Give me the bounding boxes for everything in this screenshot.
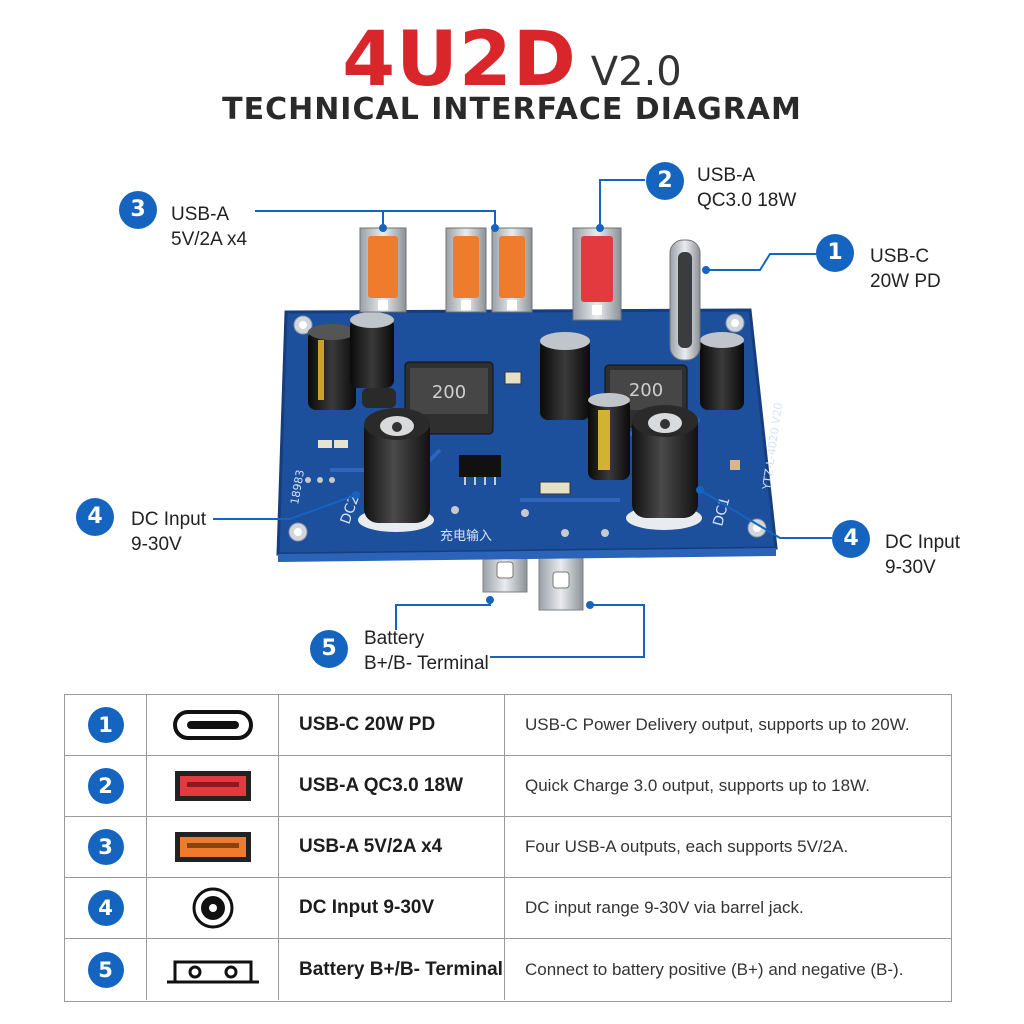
title-block: 4U2D V2.0 xyxy=(0,14,1024,103)
row-number-badge: 1 xyxy=(87,707,124,743)
dc-jack-right xyxy=(626,405,702,530)
product-title: 4U2D xyxy=(342,14,577,103)
table-row: 5 Battery B+/B- Terminal Connect to batt… xyxy=(65,939,951,1000)
leader-lines xyxy=(213,179,832,658)
diagram-subtitle: TECHNICAL INTERFACE DIAGRAM xyxy=(222,92,802,127)
product-version: V2.0 xyxy=(590,49,682,95)
inductor-left-label: 200 xyxy=(432,382,466,403)
pcb-diagram: 200 200 xyxy=(213,179,832,658)
row-number-badge: 5 xyxy=(87,951,124,988)
row-description: USB-C Power Delivery output, supports up… xyxy=(525,715,910,734)
dc-barrel-jack-icon xyxy=(192,887,233,929)
callout-label: B+/B- Terminal xyxy=(364,653,489,674)
usb-a-orange-port-icon xyxy=(174,832,251,862)
table-row: 1 USB-C 20W PD USB-C Power Delivery outp… xyxy=(65,695,951,756)
usb-c-port-icon xyxy=(172,710,253,740)
callout-badge-4-left: 4 xyxy=(76,498,114,536)
row-description: Four USB-A outputs, each supports 5V/2A. xyxy=(525,837,849,856)
callout-label: 20W PD xyxy=(870,271,941,292)
usb-a-red-port-icon xyxy=(174,771,251,801)
capacitors xyxy=(308,312,744,480)
callout-battery: Battery B+/B- Terminal xyxy=(364,626,489,676)
callout-badge-2: 2 xyxy=(646,162,684,200)
row-name: USB-A 5V/2A x4 xyxy=(279,817,505,877)
silk-input-label: 充电输入 xyxy=(440,528,492,544)
callout-badge-5: 5 xyxy=(310,630,348,668)
callout-label: Battery xyxy=(364,628,425,649)
callout-usb-a-qc: USB-A QC3.0 18W xyxy=(697,163,796,213)
row-description: DC input range 9-30V via barrel jack. xyxy=(525,898,804,917)
silk-dc1: DC1 xyxy=(710,495,733,528)
table-row: 4 DC Input 9-30V DC input range 9-30V vi… xyxy=(65,878,951,939)
inductor-right-label: 200 xyxy=(629,380,663,401)
callout-label: 9-30V xyxy=(885,557,936,578)
table-row: 2 USB-A QC3.0 18W Quick Charge 3.0 outpu… xyxy=(65,756,951,817)
callout-label: 9-30V xyxy=(131,534,182,555)
row-number-badge: 2 xyxy=(87,768,124,804)
dc-jack-left xyxy=(358,408,434,532)
table-row: 3 USB-A 5V/2A x4 Four USB-A outputs, eac… xyxy=(65,817,951,878)
callout-dc-input-right: DC Input 9-30V xyxy=(885,530,960,580)
callout-label: USB-A xyxy=(171,204,230,225)
interface-table: 1 USB-C 20W PD USB-C Power Delivery outp… xyxy=(64,694,952,1002)
callout-badge-1: 1 xyxy=(816,234,854,272)
callout-badge-3: 3 xyxy=(119,191,157,229)
callout-badge-4-right: 4 xyxy=(832,520,870,558)
callout-dc-input-left: DC Input 9-30V xyxy=(131,507,206,557)
row-name: USB-C 20W PD xyxy=(279,695,505,755)
callout-label: 5V/2A x4 xyxy=(171,229,248,250)
usb-c-port xyxy=(669,239,701,361)
callout-label: USB-C xyxy=(870,246,930,267)
row-number-badge: 3 xyxy=(87,829,124,865)
callout-label: USB-A xyxy=(697,165,756,186)
callout-label: DC Input xyxy=(131,509,206,530)
row-name: USB-A QC3.0 18W xyxy=(279,756,505,816)
usb-a-red-port xyxy=(572,227,622,321)
row-name: DC Input 9-30V xyxy=(279,878,505,938)
callout-usb-c: USB-C 20W PD xyxy=(870,244,941,294)
battery-terminal-icon xyxy=(166,960,259,983)
callout-label: QC3.0 18W xyxy=(697,190,797,211)
inductors: 200 200 xyxy=(404,361,688,435)
row-number-badge: 4 xyxy=(87,890,124,926)
callout-label: DC Input xyxy=(885,532,960,553)
row-description: Quick Charge 3.0 output, supports up to … xyxy=(525,776,870,795)
row-name: Battery B+/B- Terminal xyxy=(279,939,505,1000)
usb-a-orange-ports xyxy=(359,227,533,313)
row-description: Connect to battery positive (B+) and neg… xyxy=(525,959,904,979)
callout-usb-a-5v: USB-A 5V/2A x4 xyxy=(171,202,247,252)
silk-side-left: 18983 xyxy=(288,469,307,506)
